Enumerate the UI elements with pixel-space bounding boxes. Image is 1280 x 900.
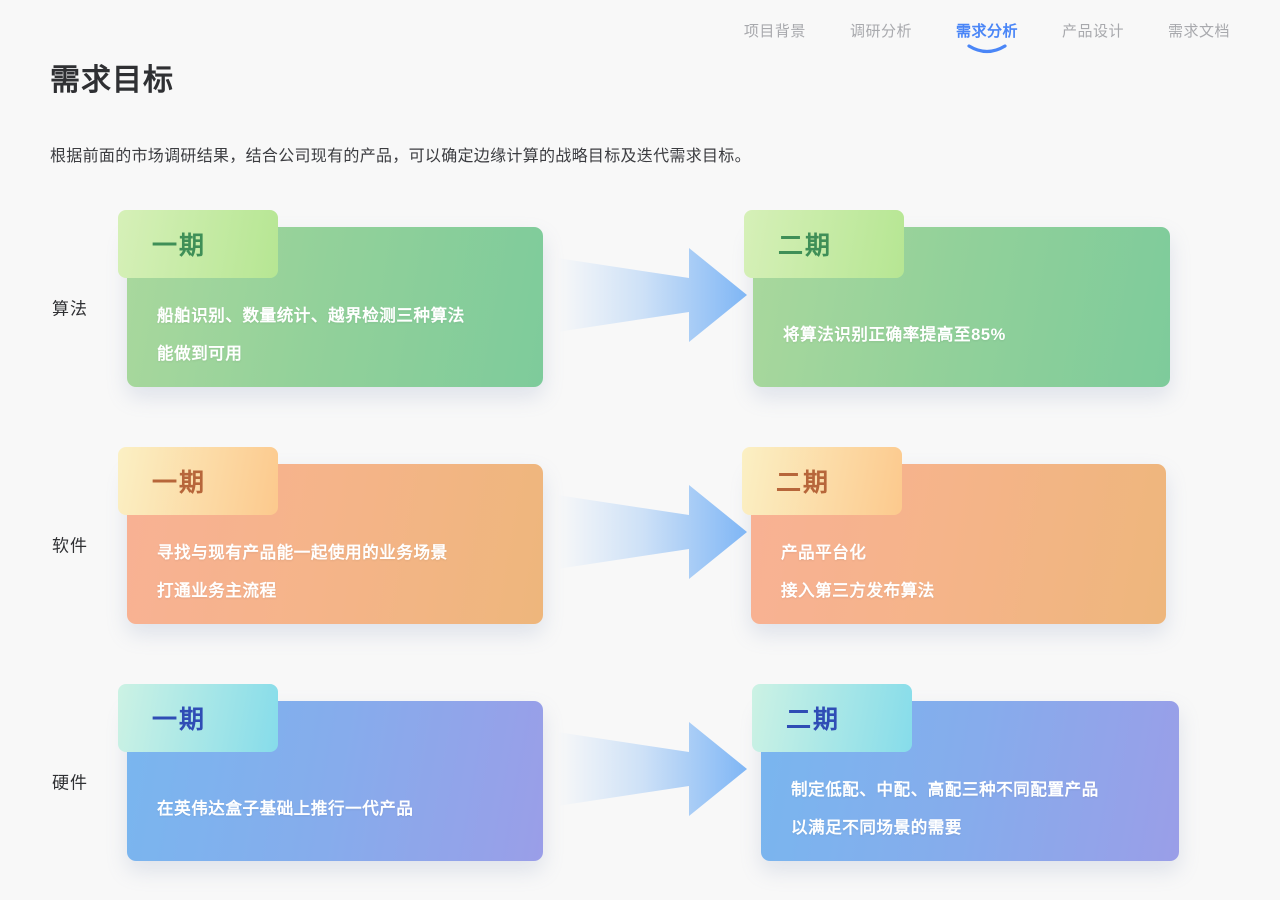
phase1-badge: 一期 [118, 210, 278, 278]
goal-row-software: 软件 寻找与现有产品能一起使用的业务场景 打通业务主流程 一期 [0, 447, 1280, 624]
phase2-card-text: 制定低配、中配、高配三种不同配置产品 以满足不同场景的需要 [791, 771, 1149, 847]
card-text-line: 将算法识别正确率提高至85% [783, 326, 1006, 344]
nav-item-3[interactable]: 产品设计 [1062, 20, 1124, 43]
nav-item-0[interactable]: 项目背景 [744, 20, 806, 43]
phase2-card-text: 将算法识别正确率提高至85% [783, 297, 1140, 354]
phase1-card-software[interactable]: 寻找与现有产品能一起使用的业务场景 打通业务主流程 一期 [118, 447, 543, 624]
nav-item-label: 产品设计 [1061, 22, 1124, 40]
row-label-hardware: 硬件 [52, 773, 88, 793]
page-description: 根据前面的市场调研结果，结合公司现有的产品，可以确定边缘计算的战略目标及迭代需求… [50, 148, 751, 165]
card-text-line: 接入第三方发布算法 [781, 582, 935, 600]
phase1-card-text: 在英伟达盒子基础上推行一代产品 [157, 771, 513, 828]
nav-item-2-active[interactable]: 需求分析 [955, 20, 1018, 53]
nav-item-label: 需求分析 [955, 22, 1018, 40]
card-text-line: 能做到可用 [157, 345, 243, 363]
row-label-algorithm: 算法 [52, 299, 88, 319]
right-arrow-icon-algorithm [557, 240, 747, 350]
page-title: 需求目标 [50, 64, 174, 97]
phase2-badge: 二期 [744, 210, 904, 278]
phase2-card-hardware[interactable]: 制定低配、中配、高配三种不同配置产品 以满足不同场景的需要 二期 [752, 684, 1179, 861]
phase2-card-algorithm[interactable]: 将算法识别正确率提高至85% 二期 [744, 210, 1170, 387]
nav-item-label: 调研分析 [849, 22, 912, 40]
card-text-line: 以满足不同场景的需要 [791, 819, 962, 837]
goal-row-algorithm: 算法 船舶识别、数量统计、越界检测三种算法 能做到可用 一期 [0, 210, 1280, 387]
right-arrow-icon-hardware [557, 714, 747, 824]
nav-active-underline-icon [967, 43, 1007, 56]
phase1-card-algorithm[interactable]: 船舶识别、数量统计、越界检测三种算法 能做到可用 一期 [118, 210, 543, 387]
phase2-badge: 二期 [742, 447, 902, 515]
card-text-line: 船舶识别、数量统计、越界检测三种算法 [157, 307, 465, 325]
card-text-line: 寻找与现有产品能一起使用的业务场景 [157, 544, 448, 562]
goal-row-hardware: 硬件 在英伟达盒子基础上推行一代产品 一期 [0, 684, 1280, 861]
card-text-line: 在英伟达盒子基础上推行一代产品 [157, 800, 414, 818]
right-arrow-icon-software [557, 477, 747, 587]
phase1-card-text: 寻找与现有产品能一起使用的业务场景 打通业务主流程 [157, 534, 513, 610]
nav-item-1[interactable]: 调研分析 [850, 20, 912, 43]
card-text-line: 打通业务主流程 [157, 582, 277, 600]
top-navigation: 项目背景 调研分析 需求分析 产品设计 需求文档 [744, 0, 1280, 62]
card-text-line: 产品平台化 [781, 544, 867, 562]
card-text-line: 制定低配、中配、高配三种不同配置产品 [791, 781, 1099, 799]
nav-item-label: 项目背景 [743, 22, 806, 40]
phase2-card-software[interactable]: 产品平台化 接入第三方发布算法 二期 [742, 447, 1166, 624]
phase1-card-text: 船舶识别、数量统计、越界检测三种算法 能做到可用 [157, 297, 513, 373]
nav-item-4[interactable]: 需求文档 [1168, 20, 1230, 43]
phase1-badge: 一期 [118, 447, 278, 515]
row-label-software: 软件 [52, 536, 88, 556]
phase1-badge: 一期 [118, 684, 278, 752]
nav-item-label: 需求文档 [1167, 22, 1230, 40]
phase2-card-text: 产品平台化 接入第三方发布算法 [781, 534, 1136, 610]
phase2-badge: 二期 [752, 684, 912, 752]
phase1-card-hardware[interactable]: 在英伟达盒子基础上推行一代产品 一期 [118, 684, 543, 861]
